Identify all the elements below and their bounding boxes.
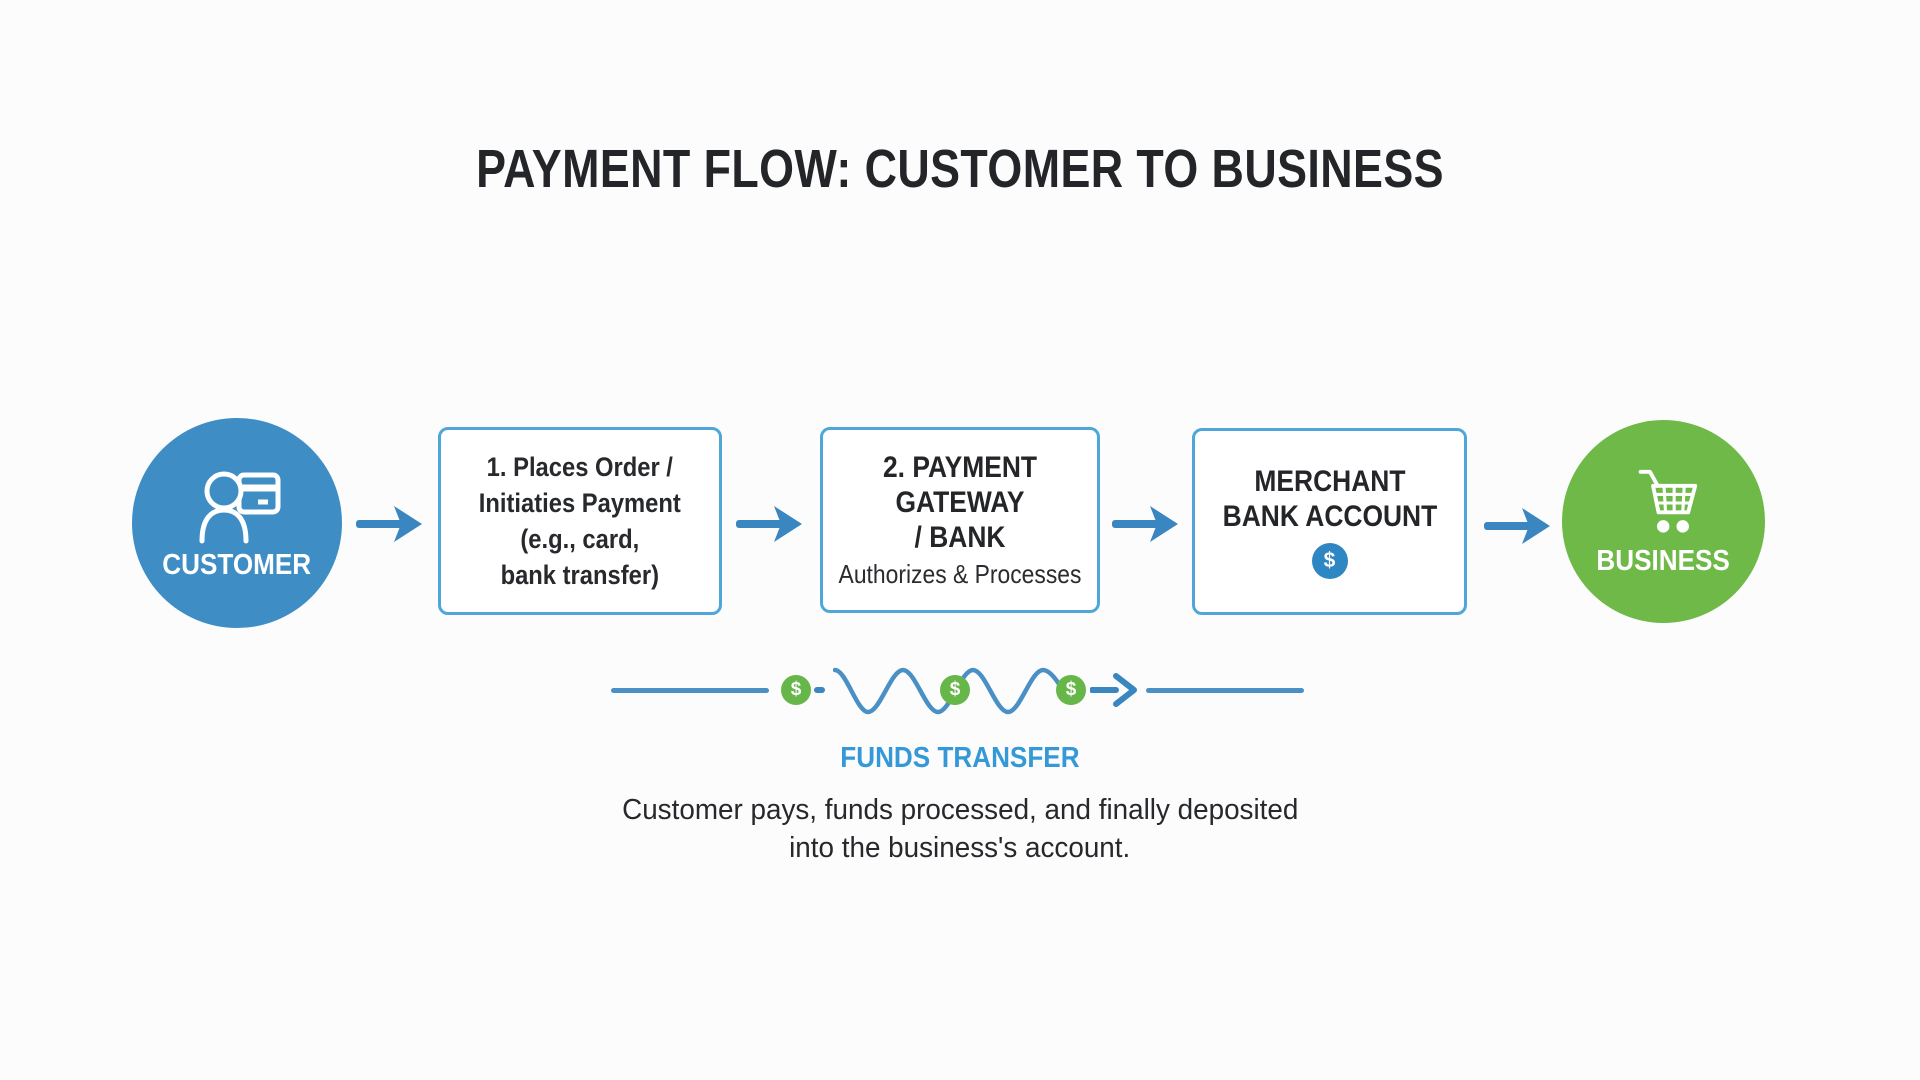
- page-title-text: PAYMENT FLOW: CUSTOMER TO BUSINESS: [476, 139, 1444, 199]
- merchant-title-line: MERCHANT: [1253, 465, 1406, 498]
- payment-gateway-box: 2. PAYMENT GATEWAY / BANK Authorizes & P…: [820, 427, 1100, 613]
- caption-line: into the business's account.: [0, 832, 1920, 865]
- dollar-coin-icon: $: [781, 675, 811, 705]
- funds-transfer-label: FUNDS TRANSFER: [0, 742, 1920, 775]
- flow-arrow-icon: [736, 506, 802, 542]
- business-node: BUSINESS: [1562, 420, 1765, 623]
- dollar-coin-icon: $: [1311, 543, 1348, 579]
- dollar-symbol: $: [790, 679, 802, 700]
- shopping-cart-icon: [1638, 469, 1697, 533]
- customer-node: CUSTOMER: [132, 418, 342, 628]
- customer-label: CUSTOMER: [162, 548, 312, 581]
- funds-transfer-label-text: FUNDS TRANSFER: [840, 742, 1080, 774]
- step1-line: bank transfer): [500, 560, 660, 590]
- step1-line: (e.g., card,: [520, 524, 640, 554]
- gateway-title-line: GATEWAY: [895, 486, 1025, 519]
- merchant-title-line: BANK ACCOUNT: [1222, 500, 1437, 533]
- dollar-coin-icon: $: [940, 675, 970, 705]
- step1-line: 1. Places Order /: [486, 452, 674, 482]
- caption-line-text: Customer pays, funds processed, and fina…: [621, 794, 1299, 826]
- funds-line-right: [1146, 688, 1304, 693]
- dollar-coin-icon: $: [1056, 675, 1086, 705]
- flow-arrow-icon: [1112, 506, 1178, 542]
- merchant-bank-box: MERCHANT BANK ACCOUNT $: [1192, 428, 1467, 615]
- gateway-title-line: / BANK: [914, 521, 1006, 554]
- person-credit-card-icon: [199, 471, 281, 543]
- gateway-title-line: 2. PAYMENT: [882, 451, 1038, 484]
- step1-line: Initiaties Payment: [478, 488, 682, 518]
- gateway-subtitle: Authorizes & Processes: [838, 559, 1082, 589]
- funds-arrow-icon: [1090, 673, 1137, 707]
- caption-line-text: into the business's account.: [789, 832, 1131, 864]
- step1-box: 1. Places Order / Initiaties Payment (e.…: [438, 427, 722, 615]
- dollar-symbol: $: [1323, 549, 1336, 572]
- dollar-symbol: $: [949, 679, 961, 700]
- dollar-symbol: $: [1065, 679, 1077, 700]
- caption-line: Customer pays, funds processed, and fina…: [0, 794, 1920, 827]
- flow-arrow-icon: [356, 506, 422, 542]
- funds-dash: [814, 687, 825, 693]
- flow-arrow-icon: [1484, 508, 1550, 544]
- business-label: BUSINESS: [1596, 545, 1731, 577]
- page-title: PAYMENT FLOW: CUSTOMER TO BUSINESS: [0, 138, 1920, 200]
- funds-line-left: [611, 688, 769, 693]
